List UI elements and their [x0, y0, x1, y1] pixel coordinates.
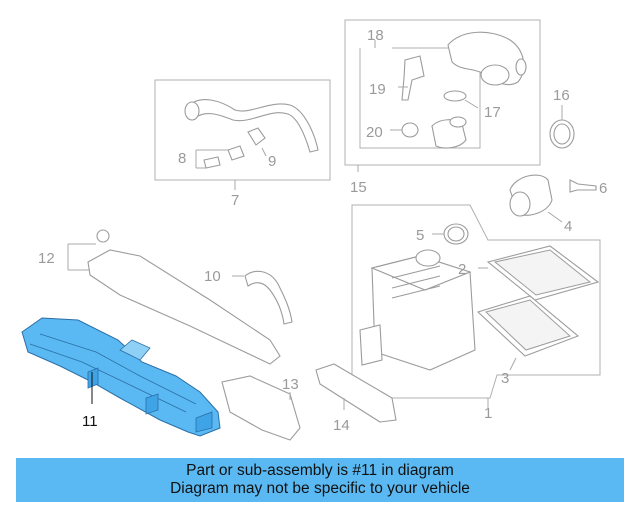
callout-1: 1: [484, 405, 492, 422]
duct-12: [67, 229, 281, 365]
callout-9: 9: [268, 153, 276, 170]
callout-14: 14: [333, 417, 350, 434]
callout-3: 3: [501, 370, 509, 387]
callout-20: 20: [366, 124, 383, 141]
hose-10: [232, 270, 293, 325]
callout-15: 15: [350, 179, 367, 196]
highlighted-part-11[interactable]: [21, 317, 221, 437]
sensor-4: [509, 174, 597, 223]
leaders-8-9: [195, 147, 267, 169]
duct-14: [315, 363, 397, 423]
air-cleaner-housing: [359, 249, 476, 371]
callout-18: 18: [367, 27, 384, 44]
callout-6: 6: [599, 180, 607, 197]
callout-17: 17: [484, 104, 501, 121]
box-7-group: [154, 79, 331, 190]
callout-19: 19: [369, 81, 386, 98]
group-18-parts: [390, 31, 527, 149]
callout-8: 8: [178, 150, 186, 167]
filter-element-2: [478, 245, 600, 301]
seal-5: [432, 223, 469, 245]
callout-16: 16: [553, 87, 570, 104]
info-banner: Part or sub-assembly is #11 in diagram D…: [16, 458, 624, 502]
bracket-13: [221, 375, 301, 441]
intake-hose-7: [184, 99, 319, 169]
callout-7: 7: [231, 192, 239, 209]
callout-4: 4: [564, 218, 572, 235]
callout-2: 2: [458, 261, 466, 278]
callout-12: 12: [38, 250, 55, 267]
callout-13: 13: [282, 376, 299, 393]
banner-line-2: Diagram may not be specific to your vehi…: [170, 480, 470, 497]
filter-element-3: [476, 295, 580, 371]
box-1-group: [351, 204, 601, 408]
callout-5: 5: [416, 227, 424, 244]
callout-11: 11: [82, 413, 98, 430]
banner-line-1: Part or sub-assembly is #11 in diagram: [186, 462, 454, 479]
clamp-16: [549, 105, 575, 149]
callout-10: 10: [204, 268, 221, 285]
